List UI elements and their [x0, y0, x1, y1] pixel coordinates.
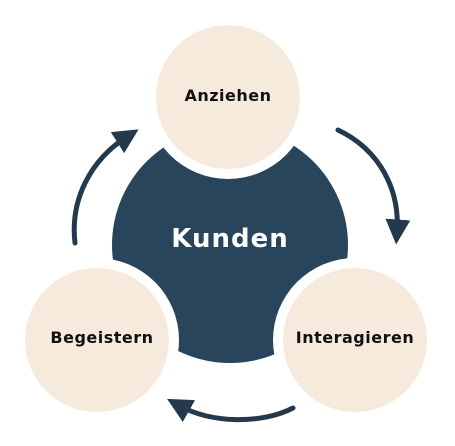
node-interagieren	[283, 268, 427, 412]
node-label-anziehen: Anziehen	[184, 86, 272, 105]
node-begeistern	[25, 268, 169, 412]
node-label-begeistern: Begeistern	[50, 328, 154, 347]
center-label: Kunden	[171, 224, 289, 254]
node-anziehen	[156, 25, 300, 169]
arrow-top-to-right	[335, 127, 411, 245]
arrow-right-to-left	[167, 398, 296, 423]
arrow-left-to-top	[71, 129, 139, 246]
node-label-interagieren: Interagieren	[295, 328, 415, 347]
